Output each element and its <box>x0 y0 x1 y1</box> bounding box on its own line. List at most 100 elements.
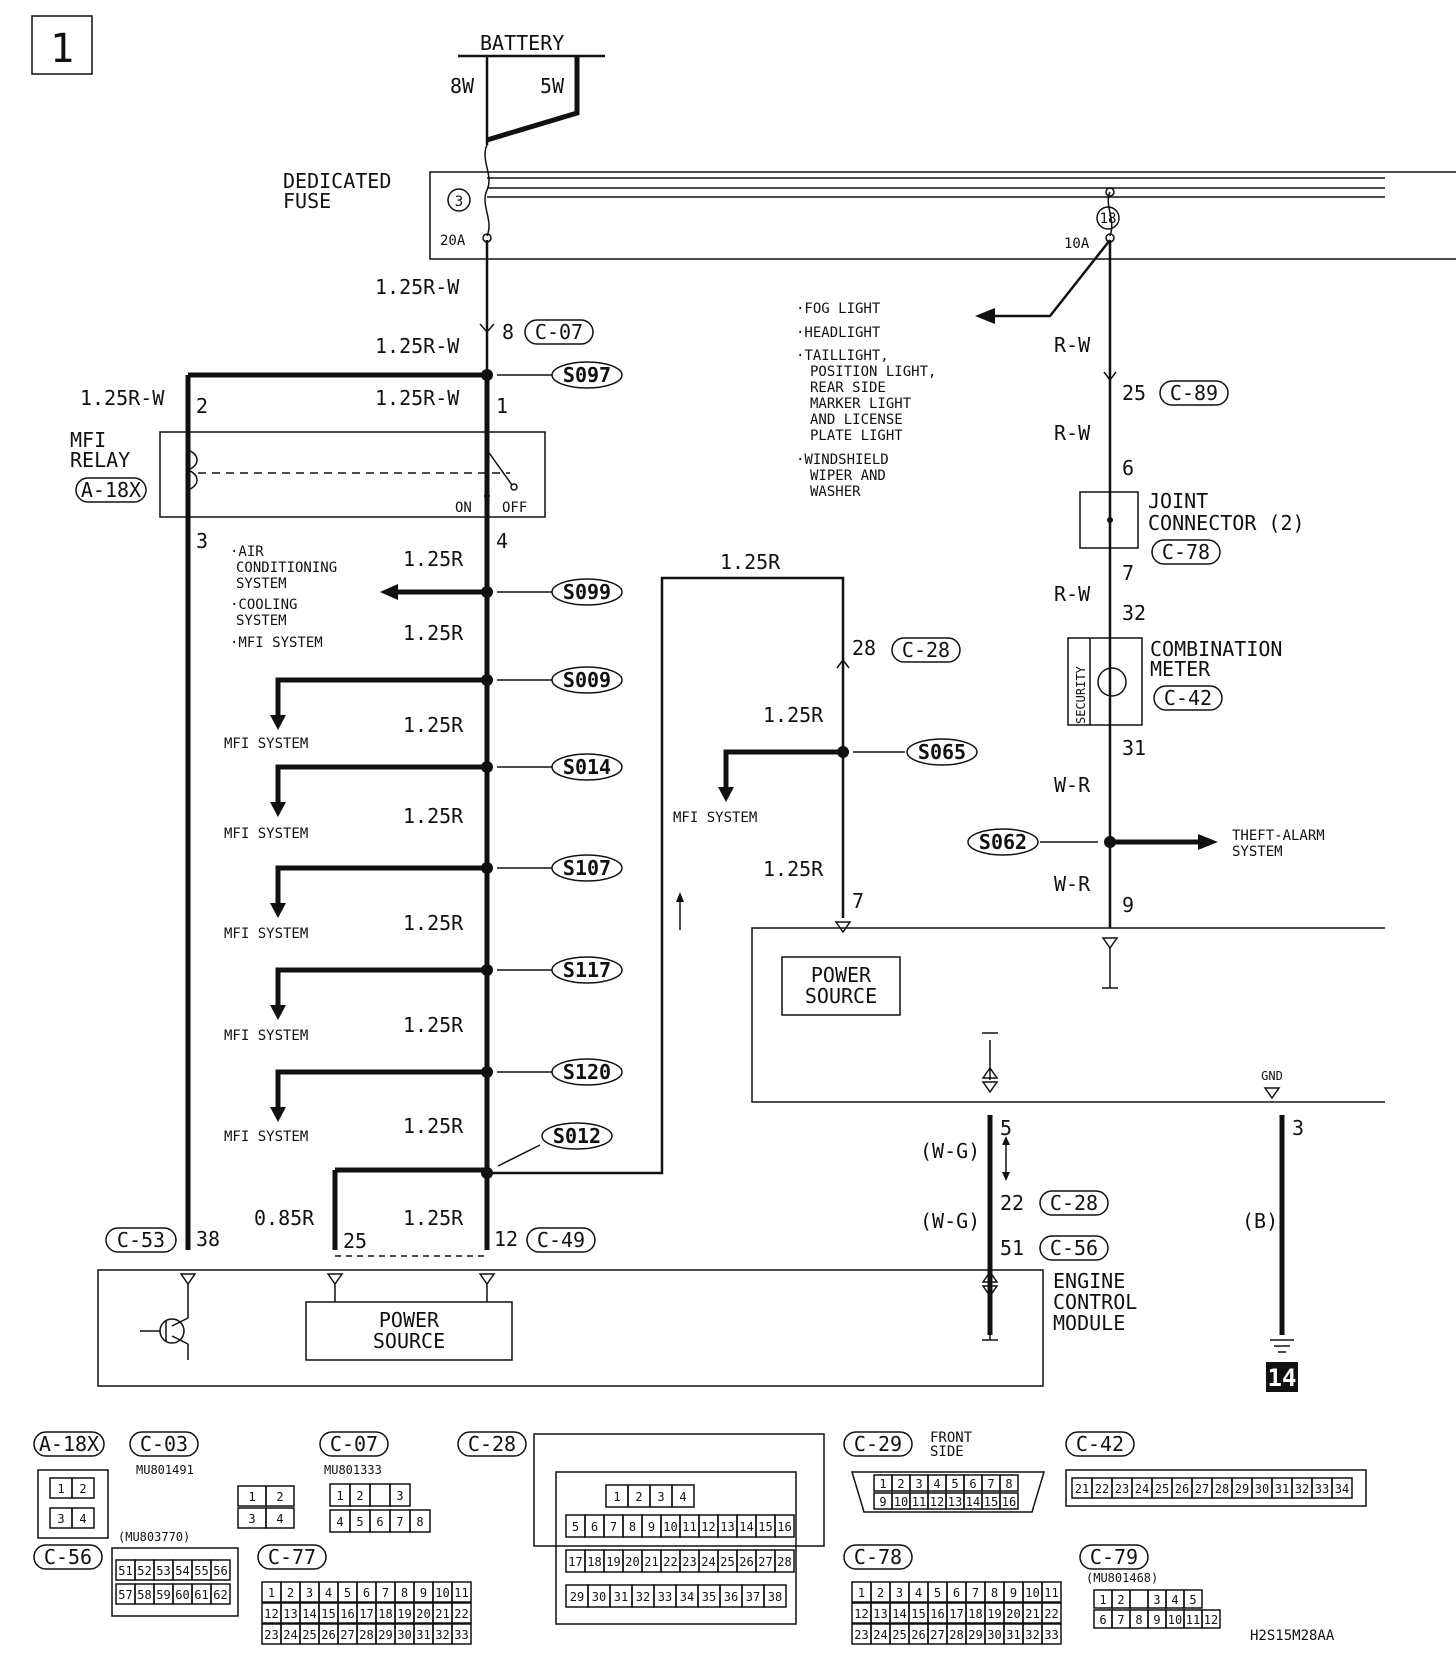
c28-face-cell <box>671 1484 695 1508</box>
c28-face-pin: 31 <box>614 1590 628 1604</box>
c78-face-name: C-78 <box>854 1545 902 1569</box>
wire-label-w3: 1.25R-W <box>80 386 165 410</box>
c42-face-pin: 21 <box>1075 1482 1089 1496</box>
c77-face-cell <box>451 1623 472 1645</box>
c07-face-pin: 6 <box>376 1515 383 1529</box>
c07-badge <box>524 319 594 345</box>
c29-face-pin: 5 <box>951 1477 958 1491</box>
s099-branch-l6: ·MFI SYSTEM <box>230 635 323 651</box>
ecm-pin51-stub <box>982 1296 998 1341</box>
s009-branch-wire <box>275 677 487 718</box>
c79-face-pin: 1 <box>1099 1593 1106 1607</box>
s065-branch-arrow <box>718 787 734 802</box>
c56-part: (MU803770) <box>118 1530 190 1544</box>
c89-pin: 25 <box>1122 381 1146 405</box>
c78-face-pin: 24 <box>873 1628 887 1642</box>
c78-face-pin: 6 <box>953 1586 960 1600</box>
battery-wire-5w: 5W <box>540 74 565 98</box>
c78-face-pin: 33 <box>1044 1628 1058 1642</box>
c56-face-badge <box>33 1544 103 1570</box>
c79-face-pin: 2 <box>1117 1593 1124 1607</box>
c56-face-pin: 51 <box>118 1564 132 1578</box>
c03-face-pin: 2 <box>276 1490 283 1504</box>
ecm-pin38-arrow <box>179 1273 197 1286</box>
fuse18-l3: ·TAILLIGHT, <box>796 348 889 364</box>
c03-face-cell <box>265 1485 295 1507</box>
c77-face-pin: 28 <box>359 1628 373 1642</box>
c78-face-pin: 30 <box>987 1628 1001 1642</box>
a18x-face-cell <box>71 1477 95 1499</box>
ecm-label-3: MODULE <box>1053 1311 1125 1335</box>
s117-label: S117 <box>563 958 611 982</box>
c78-face-badge <box>843 1544 913 1570</box>
drawing-code: H2S15M28AA <box>1250 1628 1335 1644</box>
a18x-face-name: A-18X <box>39 1432 99 1456</box>
s107-junction <box>481 862 493 874</box>
b-label: (B) <box>1242 1209 1278 1233</box>
c89-name: C-89 <box>1170 381 1218 405</box>
c28-face-pin: 8 <box>629 1520 636 1534</box>
fuse18-l11: WASHER <box>810 484 861 500</box>
c77-face-cell <box>451 1602 472 1624</box>
c78-face-cell <box>1041 1623 1062 1645</box>
c78-face-pin: 5 <box>934 1586 941 1600</box>
c56-face-outline <box>111 1547 239 1617</box>
bcm-pin-9: 9 <box>1122 893 1134 917</box>
s065-badge <box>906 738 978 766</box>
ecm-label-2: CONTROL <box>1053 1290 1137 1314</box>
c28-face-badge <box>457 1431 527 1457</box>
c28-face-pin: 10 <box>663 1520 677 1534</box>
c77-face-pin: 3 <box>306 1586 313 1600</box>
mfi-system-s117: MFI SYSTEM <box>224 1028 308 1044</box>
bcm-pin-7: 7 <box>852 889 864 913</box>
mfi-relay-box <box>159 431 546 518</box>
s014-branch-wire <box>275 764 487 805</box>
rw-label-1: R-W <box>1054 333 1091 357</box>
c78-face-pin: 25 <box>892 1628 906 1642</box>
fuse18-lighting-wire <box>980 239 1111 318</box>
relay-pin-4: 4 <box>496 529 508 553</box>
c29-face-name: C-29 <box>854 1432 902 1456</box>
c77-face-pin: 5 <box>344 1586 351 1600</box>
s012-wire <box>487 576 845 1175</box>
relay-on-contact <box>484 493 490 499</box>
fuse-3-element <box>484 144 490 237</box>
c28-face-pin: 35 <box>702 1590 716 1604</box>
fuse-18-rating: 10A <box>1064 236 1090 252</box>
c79-face-pin: 7 <box>1117 1613 1124 1627</box>
c56-face-pin: 60 <box>175 1588 189 1602</box>
wire-label-s120: 1.25R <box>403 1114 464 1138</box>
c78-face-pin: 31 <box>1006 1628 1020 1642</box>
c07-pin: 8 <box>502 320 514 344</box>
c28-face-pin: 1 <box>613 1490 620 1504</box>
s107-branch-wire <box>275 865 487 906</box>
fuse18-l1: ·FOG LIGHT <box>796 301 881 317</box>
c42-face-pin: 28 <box>1215 1482 1229 1496</box>
page-number-box <box>31 15 93 75</box>
wire-label-relay-out: 1.25R <box>403 547 464 571</box>
dedicated-fuse-label-1: DEDICATED <box>283 169 391 193</box>
c78-face-pin: 11 <box>1044 1586 1058 1600</box>
c78-face-pin: 28 <box>949 1628 963 1642</box>
c79-face-badge <box>1079 1544 1149 1570</box>
ground-number: 14 <box>1268 1364 1297 1392</box>
c28-face-outline <box>555 1471 797 1625</box>
c77-face-pin: 24 <box>283 1628 297 1642</box>
flow-arrow-icon <box>676 892 684 902</box>
c28-face-pin: 16 <box>777 1520 791 1534</box>
c42-face-pin: 25 <box>1155 1482 1169 1496</box>
c28-face-pin: 37 <box>746 1590 760 1604</box>
fuse18-l10: WIPER AND <box>810 468 886 484</box>
wire-5w <box>486 56 580 143</box>
s012-pointer <box>497 1144 541 1167</box>
dedicated-fuse-box <box>429 171 1456 260</box>
c77-face-pin: 31 <box>416 1628 430 1642</box>
c56-face-pin: 59 <box>156 1588 170 1602</box>
c78-face-pin: 20 <box>1006 1607 1020 1621</box>
c77-face-pin: 13 <box>283 1607 297 1621</box>
c28-face-pin: 2 <box>635 1490 642 1504</box>
c07-face-pin: 7 <box>396 1515 403 1529</box>
s099-branch-arrow <box>380 584 398 600</box>
bcm-pin3: 3 <box>1292 1116 1304 1140</box>
